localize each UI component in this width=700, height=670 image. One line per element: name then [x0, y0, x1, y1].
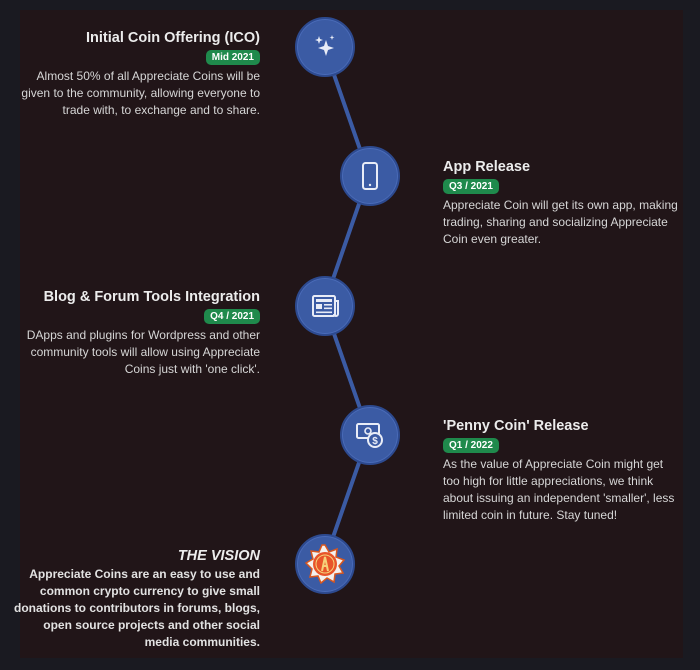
- entry-description: As the value of Appreciate Coin might ge…: [443, 457, 675, 522]
- date-badge: Q1 / 2022: [443, 438, 499, 453]
- timeline-node-ico: [295, 17, 355, 77]
- entry-title: Initial Coin Offering (ICO): [86, 30, 260, 46]
- date-badge: Mid 2021: [205, 50, 260, 65]
- entry-title: App Release: [443, 159, 531, 175]
- money-coin-icon: $: [356, 423, 383, 448]
- timeline-node-blog: [295, 276, 355, 336]
- mobile-phone-icon: [362, 162, 378, 190]
- newspaper-icon: [312, 295, 339, 317]
- timeline-entry-vision: THE VISION Appreciate Coins are an easy …: [10, 546, 260, 651]
- date-badge: Q4 / 2021: [204, 309, 260, 324]
- sparkles-icon: [315, 35, 335, 56]
- entry-description: DApps and plugins for Wordpress and othe…: [26, 328, 260, 376]
- vision-title: THE VISION: [177, 548, 260, 564]
- entry-description: Appreciate Coin will get its own app, ma…: [443, 198, 678, 246]
- timeline-entry-ico: Initial Coin Offering (ICO) Mid 2021 Alm…: [15, 28, 260, 119]
- svg-text:$: $: [372, 436, 378, 447]
- timeline-entry-app: App Release Q3 / 2021 Appreciate Coin wi…: [443, 157, 683, 248]
- entry-title: 'Penny Coin' Release: [443, 418, 589, 434]
- appreciate-coin-logo: [305, 544, 345, 584]
- timeline-node-app: [340, 146, 400, 206]
- timeline-entry-penny: 'Penny Coin' Release Q1 / 2022 As the va…: [443, 416, 681, 524]
- entry-description: Almost 50% of all Appreciate Coins will …: [21, 69, 260, 117]
- timeline-node-vision: [295, 534, 355, 594]
- timeline-node-penny: $: [340, 405, 400, 465]
- vision-description: Appreciate Coins are an easy to use and …: [14, 567, 260, 649]
- date-badge: Q3 / 2021: [443, 179, 499, 194]
- timeline-entry-blog: Blog & Forum Tools Integration Q4 / 2021…: [15, 287, 260, 378]
- entry-title: Blog & Forum Tools Integration: [43, 289, 260, 305]
